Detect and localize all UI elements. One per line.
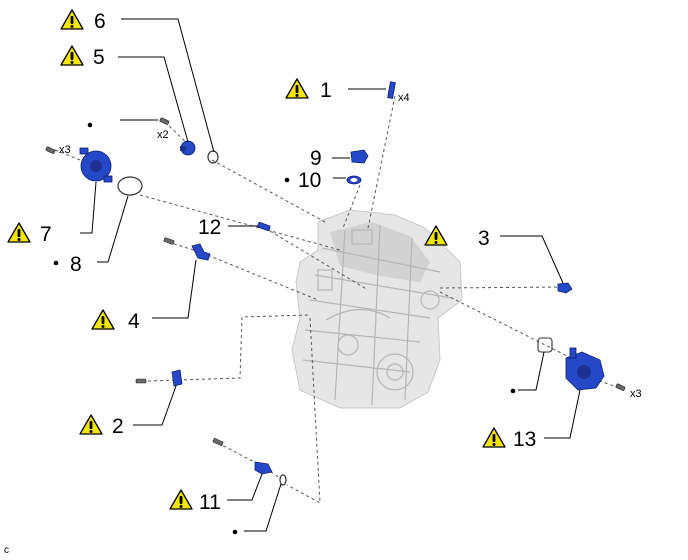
callout-2: 2 xyxy=(112,415,124,438)
quantity-label: x3 xyxy=(630,388,642,400)
part-1-bolt xyxy=(387,81,396,99)
warning-triangle-icon xyxy=(60,9,84,30)
bullet-dot-icon xyxy=(284,177,290,183)
bullet-dot-icon xyxy=(53,260,59,266)
corner-label: c xyxy=(4,545,9,556)
part-11-oring xyxy=(279,474,287,486)
part-6-oring xyxy=(207,150,219,164)
bullet-dot-icon xyxy=(87,122,93,128)
warning-triangle-icon xyxy=(482,427,506,448)
part-2-sensor xyxy=(171,369,183,387)
part-3-sensor xyxy=(557,282,573,294)
part-5-sensor xyxy=(180,140,196,156)
quantity-label: x4 xyxy=(398,92,410,104)
callout-13: 13 xyxy=(513,428,536,451)
part-13-bolt xyxy=(615,383,626,391)
warning-triangle-icon xyxy=(60,45,84,66)
part-13-gasket xyxy=(537,337,553,353)
part-8-oring xyxy=(117,176,143,196)
callout-4: 4 xyxy=(128,310,140,333)
part-4-bolt xyxy=(163,237,175,245)
callout-3: 3 xyxy=(478,227,490,250)
callout-9: 9 xyxy=(310,147,322,170)
callout-5: 5 xyxy=(93,46,105,69)
callout-7: 7 xyxy=(40,223,52,246)
part-5-bolt xyxy=(159,117,170,125)
part-11-sensor xyxy=(254,461,273,475)
warning-triangle-icon xyxy=(91,309,115,330)
callout-12: 12 xyxy=(198,216,221,239)
bullet-dot-icon xyxy=(510,388,516,394)
part-10-oring xyxy=(346,175,362,185)
part-13-pump xyxy=(565,347,605,391)
callout-11: 11 xyxy=(199,491,221,514)
bullet-dot-icon xyxy=(232,529,238,535)
part-11-bolt xyxy=(212,438,224,446)
callout-6: 6 xyxy=(94,10,106,33)
part-9-sensor xyxy=(350,149,369,164)
callout-1: 1 xyxy=(320,79,332,102)
part-4-sensor xyxy=(191,243,211,261)
warning-triangle-icon xyxy=(285,78,309,99)
assembly-lines xyxy=(54,95,621,504)
part-2-bolt xyxy=(135,378,147,384)
part-7-cover xyxy=(79,147,113,183)
callout-10: 10 xyxy=(298,169,321,192)
engine-block xyxy=(291,209,463,409)
leader-lines xyxy=(80,18,581,532)
callout-8: 8 xyxy=(70,253,82,276)
quantity-label: x2 xyxy=(157,129,169,141)
quantity-label: x3 xyxy=(59,144,71,156)
part-7-bolt xyxy=(45,146,56,154)
warning-triangle-icon xyxy=(7,222,31,243)
warning-triangle-icon xyxy=(79,414,103,435)
warning-triangle-icon xyxy=(169,489,193,510)
part-12-bolt xyxy=(257,221,271,231)
